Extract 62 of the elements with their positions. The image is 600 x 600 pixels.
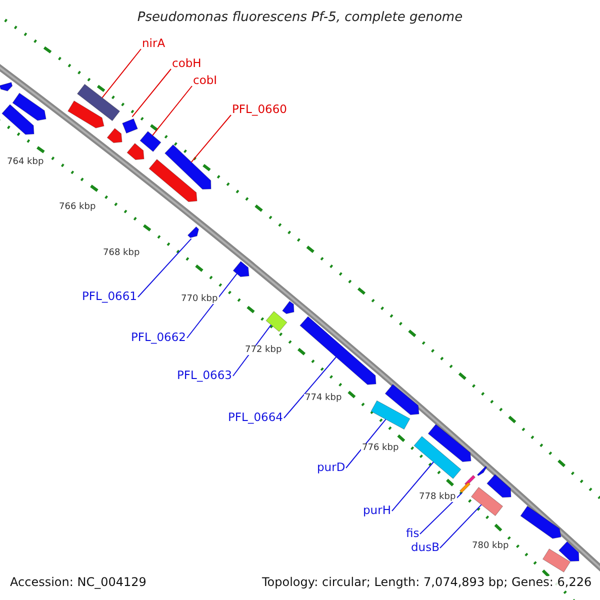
position-label: 772 kbp <box>244 346 283 355</box>
gene-label: cobH <box>172 58 202 70</box>
position-label: 778 kbp <box>418 493 457 502</box>
genome-summary-text: Topology: circular; Length: 7,074,893 bp; Genes: 6,226 <box>262 576 592 588</box>
gene-feature <box>148 158 198 202</box>
gene-label: purH <box>363 505 391 516</box>
gene-feature <box>370 400 410 430</box>
gene-feature <box>384 384 420 416</box>
gene-feature <box>140 130 162 152</box>
position-label: 764 kbp <box>6 158 45 167</box>
gene-feature <box>558 541 580 562</box>
gene-feature <box>0 82 13 92</box>
accession-text: Accession: NC_004129 <box>10 576 146 588</box>
position-label: 780 kbp <box>471 542 510 551</box>
gene-feature <box>76 84 120 122</box>
leader-line <box>138 238 192 298</box>
gene-feature <box>122 118 138 134</box>
gene-feature <box>459 482 471 494</box>
position-label: 774 kbp <box>304 394 343 403</box>
gene-label: PFL_0661 <box>82 291 137 302</box>
gene-feature <box>187 226 200 238</box>
gene-feature <box>164 144 212 190</box>
leader-line <box>132 68 172 118</box>
title: Pseudomonas fluorescens Pf-5, complete genome <box>136 11 464 24</box>
position-label: 766 kbp <box>58 203 97 212</box>
gene-feature <box>414 436 462 480</box>
leader-line <box>152 86 192 136</box>
gene-feature <box>486 474 512 498</box>
position-label: 770 kbp <box>180 295 219 304</box>
gene-feature <box>520 506 562 539</box>
gene-label: cobI <box>193 75 218 86</box>
gene-label: PFL_0663 <box>177 370 232 382</box>
gene-label: dusB <box>411 542 440 554</box>
gene-feature <box>12 92 46 121</box>
gene-feature <box>266 310 288 332</box>
gene-label: fis <box>406 528 420 540</box>
gene-feature <box>67 100 104 128</box>
position-label: 768 kbp <box>102 249 141 258</box>
leader-line <box>440 504 482 548</box>
gene-feature <box>282 300 294 314</box>
leader-line <box>190 114 232 163</box>
leader-line <box>186 273 238 338</box>
leader-line <box>102 48 142 98</box>
gene-feature <box>300 316 376 385</box>
gene-label: PFL_0662 <box>131 332 186 344</box>
gene-label: nirA <box>142 38 166 50</box>
gene-feature <box>2 104 34 135</box>
leader-line <box>420 492 462 534</box>
gene-feature <box>542 548 571 573</box>
gene-feature <box>476 466 488 476</box>
gene-feature <box>126 142 144 160</box>
gene-feature <box>470 486 504 516</box>
leader-line <box>284 356 337 418</box>
position-label: 776 kbp <box>361 444 400 453</box>
gene-label: PFL_0664 <box>228 412 283 424</box>
leader-line <box>392 462 434 512</box>
leader-line <box>346 418 386 468</box>
gene-feature <box>106 128 122 144</box>
gene-feature <box>232 260 250 278</box>
gene-feature <box>428 424 472 462</box>
gene-label: purD <box>317 462 346 474</box>
gene-label: PFL_0660 <box>232 104 287 116</box>
